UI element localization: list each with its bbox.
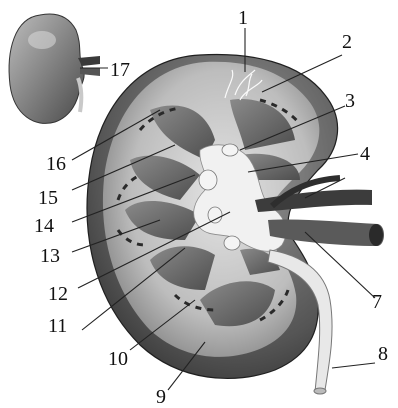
label-16: 16 [46,153,66,175]
label-10: 10 [108,348,128,370]
label-12: 12 [48,283,68,305]
label-14: 14 [34,215,54,237]
label-2: 2 [342,31,352,53]
label-3: 3 [345,90,355,112]
label-8: 8 [378,343,388,365]
label-15: 15 [38,187,58,209]
whole-kidney-thumbnail [9,14,100,123]
label-9: 9 [156,386,166,408]
label-7: 7 [372,291,382,313]
label-13: 13 [40,245,60,267]
label-1: 1 [238,7,248,29]
label-11: 11 [48,315,67,337]
label-4: 4 [360,143,370,165]
ureter-opening [314,388,326,394]
label-17: 17 [110,59,130,81]
